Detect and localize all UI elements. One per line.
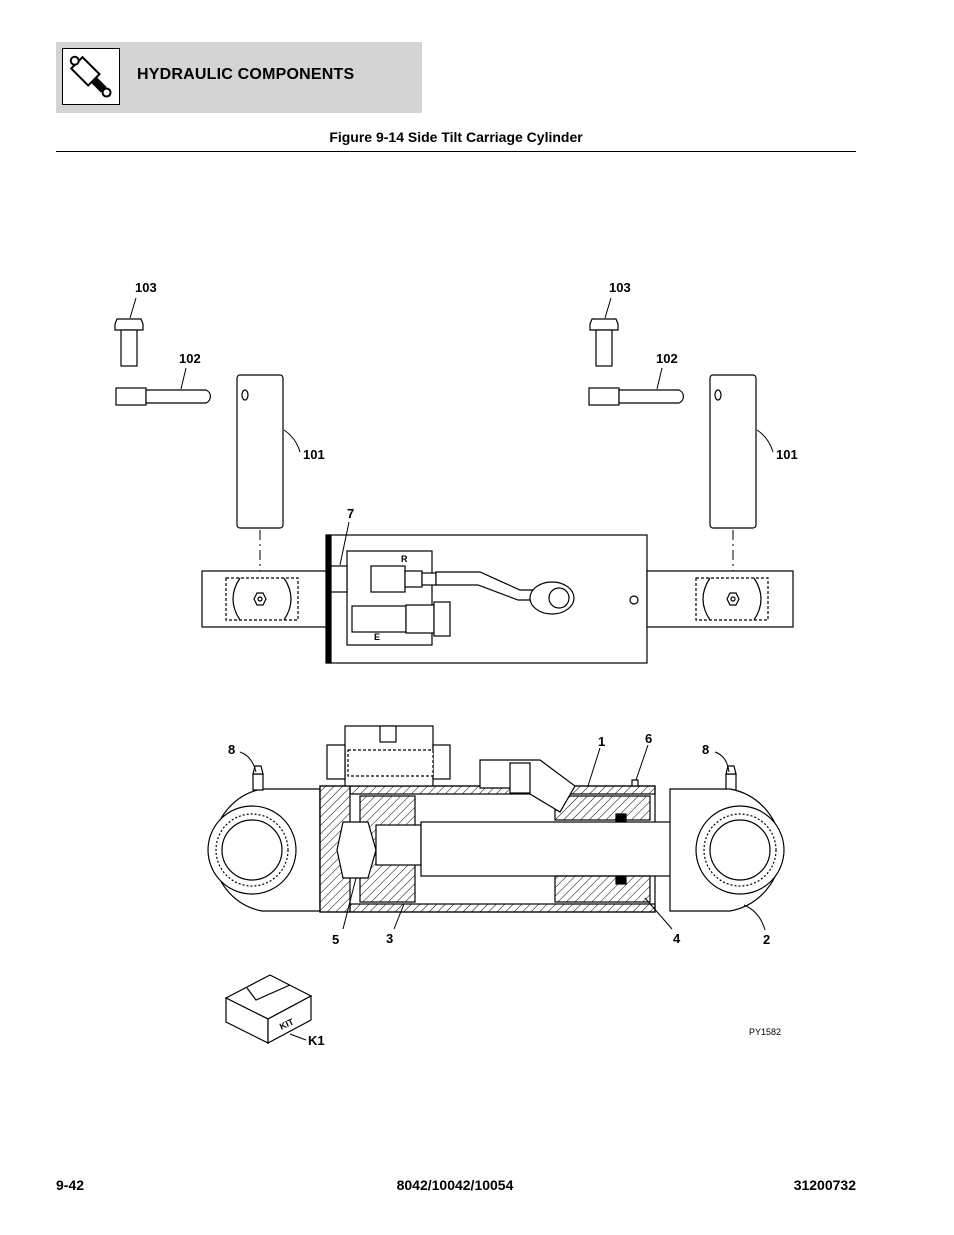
callout-8-right: 8 [702,742,709,757]
section-title: HYDRAULIC COMPONENTS [137,66,355,83]
cylinder-section-view [207,725,785,913]
pin-assembly-right [588,318,757,529]
section-header: HYDRAULIC COMPONENTS [56,42,422,113]
title-rule [56,151,856,152]
callout-1: 1 [598,734,605,749]
callout-2: 2 [763,932,770,947]
callout-8-left: 8 [228,742,235,757]
callout-7: 7 [347,506,354,521]
callout-102-left: 102 [179,351,201,366]
figure-reference: PY1582 [749,1027,781,1037]
callout-5: 5 [332,932,339,947]
page-number: 9-42 [56,1177,85,1193]
model-numbers: 8042/10042/10054 [396,1177,514,1193]
callout-103-right: 103 [609,280,631,295]
callout-6: 6 [645,731,652,746]
hydraulic-cylinder-icon [62,48,120,105]
callout-3: 3 [386,931,393,946]
port-label-r: R [401,554,408,564]
cylinder-top-view [201,534,794,664]
callout-102-right: 102 [656,351,678,366]
figure-title: Figure 9-14 Side Tilt Carriage Cylinder [329,129,583,145]
document-number: 31200732 [793,1177,856,1193]
callout-103-left: 103 [135,280,157,295]
callout-101-left: 101 [303,447,325,462]
callout-101-right: 101 [776,447,798,462]
callout-4: 4 [673,931,681,946]
port-label-e: E [374,632,380,642]
callout-k1: K1 [308,1033,325,1048]
kit-box-icon [224,974,313,1045]
pin-assembly-left [114,318,284,529]
